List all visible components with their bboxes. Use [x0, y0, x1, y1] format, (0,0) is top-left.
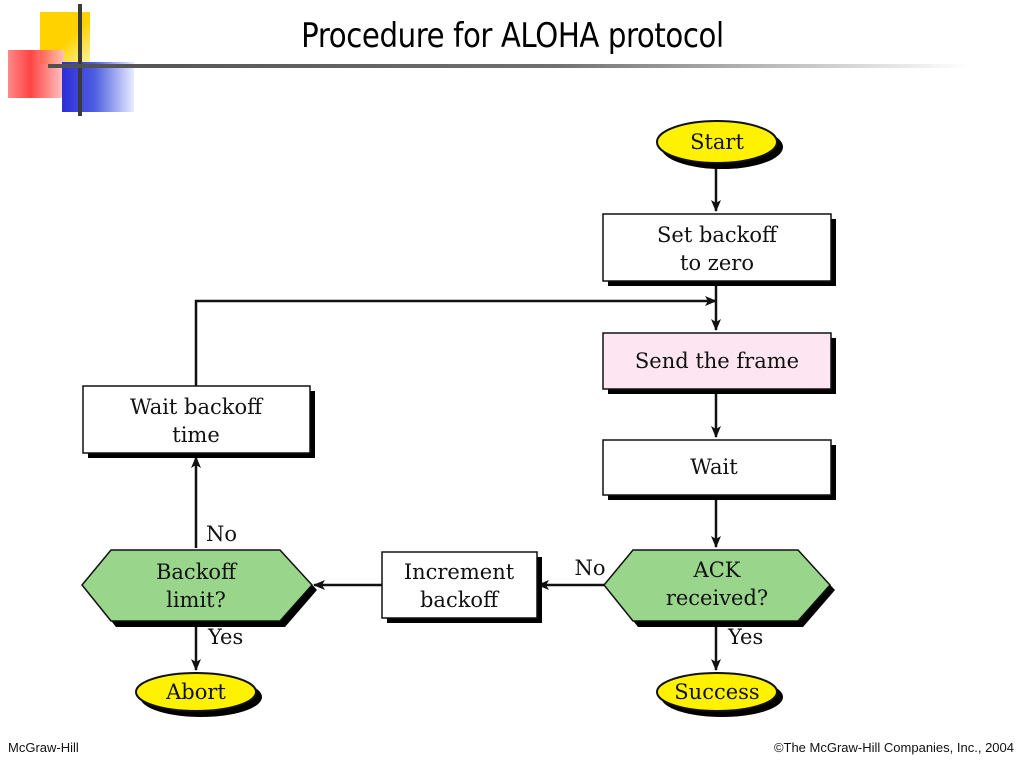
edge-label-ack-yes: Yes — [727, 625, 763, 649]
node-ack-received-label-2: received? — [666, 586, 768, 610]
node-start-label: Start — [690, 130, 744, 154]
edge-label-limit-no: No — [206, 522, 237, 546]
edge-label-ack-no: No — [574, 556, 605, 580]
node-increment-backoff-shape — [381, 551, 538, 619]
node-wait: Wait — [602, 439, 836, 500]
node-wait-backoff-shape — [82, 385, 311, 454]
node-start: Start — [656, 120, 783, 169]
node-send-frame-shape — [602, 332, 832, 390]
node-success-label: Success — [674, 680, 759, 704]
node-abort-label: Abort — [165, 680, 226, 704]
node-send-frame-label: Send the frame — [635, 349, 799, 373]
node-success: Success — [656, 672, 783, 717]
decor-blue-square — [62, 62, 134, 112]
edge-label-limit-yes: Yes — [207, 625, 243, 649]
node-backoff-limit-label-1: Backoff — [156, 560, 238, 584]
decor-vertical-line — [78, 4, 82, 116]
node-wait-backoff-label-1: Wait backoff — [130, 395, 264, 419]
node-set-backoff-shape — [602, 213, 832, 282]
node-start-shape — [656, 120, 778, 164]
node-ack-received-label-1: ACK — [693, 558, 741, 582]
node-success-shape — [656, 672, 778, 712]
node-abort: Abort — [135, 672, 262, 717]
node-wait-shape — [602, 439, 832, 496]
footer-publisher: McGraw-Hill — [8, 740, 79, 755]
node-backoff-limit: Backoff limit? — [81, 549, 317, 627]
node-backoff-limit-shape — [81, 549, 314, 622]
node-ack-received: ACK received? — [603, 549, 835, 627]
node-set-backoff-label-1: Set backoff — [657, 223, 779, 247]
node-increment-backoff-label-2: backoff — [420, 588, 500, 612]
page-title: Procedure for ALOHA protocol — [301, 16, 724, 56]
node-backoff-limit-label-2: limit? — [166, 588, 226, 612]
edges — [191, 163, 721, 671]
node-set-backoff: Set backoff to zero — [602, 213, 836, 286]
node-send-frame: Send the frame — [602, 332, 836, 394]
node-wait-backoff: Wait backoff time — [82, 385, 315, 458]
node-wait-label: Wait — [690, 455, 738, 479]
decor-red-square — [8, 50, 64, 98]
node-increment-backoff-label-1: Increment — [404, 560, 515, 584]
edge-wait-backoff-loop — [194, 296, 717, 386]
node-set-backoff-label-2: to zero — [680, 251, 754, 275]
title-underline — [48, 64, 968, 68]
node-wait-backoff-label-2: time — [172, 423, 220, 447]
node-abort-shape — [135, 672, 257, 712]
node-ack-received-shape — [603, 549, 832, 622]
node-increment-backoff: Increment backoff — [381, 551, 542, 623]
footer-copyright: ©The McGraw-Hill Companies, Inc., 2004 — [773, 740, 1014, 755]
